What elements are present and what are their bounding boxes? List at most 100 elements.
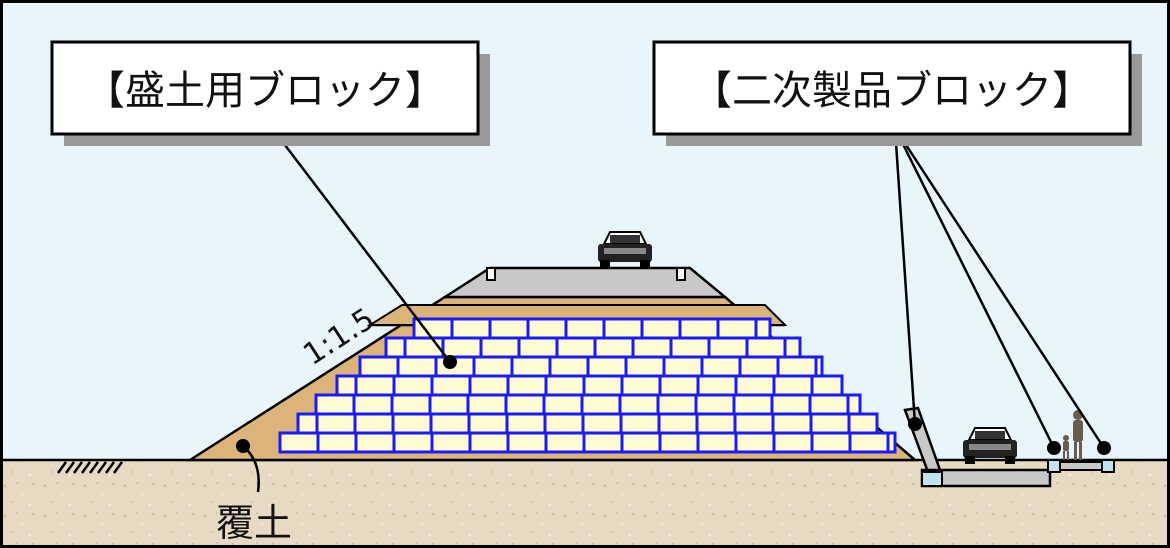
embankment-block: [564, 317, 606, 340]
embankment-block: [707, 336, 749, 359]
sidewalk-curb-left: [1047, 459, 1061, 473]
cover-soil-label: 覆土: [216, 501, 292, 545]
embankment-block: [543, 412, 585, 435]
leader-dot-curb-left: [1047, 441, 1061, 455]
embankment-block: [716, 317, 758, 340]
embankment-block: [620, 431, 662, 454]
embankment-block: [392, 374, 434, 397]
embankment-block: [358, 355, 400, 378]
embankment-block: [593, 336, 635, 359]
car-icon: [598, 231, 652, 268]
embankment-block: [555, 336, 597, 359]
embankment-block-label: 【盛土用ブロック】: [85, 68, 445, 114]
embankment-block: [772, 374, 814, 397]
secondary-block-callout: 【二次製品ブロック】: [652, 40, 1142, 146]
embankment-block: [669, 336, 711, 359]
embankment-block: [544, 431, 586, 454]
embankment-block: [658, 374, 700, 397]
secondary-block-label: 【二次製品ブロック】: [692, 68, 1092, 114]
leader-lines-secondary: [893, 127, 1106, 449]
embankment-block: [450, 317, 492, 340]
embankment-block: [783, 336, 802, 359]
embankment-block: [430, 374, 472, 397]
embankment-block: [770, 393, 812, 416]
embankment-block: [586, 355, 628, 378]
embankment-block: [694, 393, 736, 416]
embankment-block: [384, 336, 407, 359]
car-icon: [963, 427, 1017, 464]
embankment-block: [278, 431, 320, 454]
embankment-block: [886, 431, 897, 454]
embankment-block: [505, 412, 547, 435]
embankment-block: [403, 336, 445, 359]
pedestrian-icon: [1063, 410, 1083, 460]
leader-dot-curb-right: [1097, 441, 1111, 455]
embankment-block: [696, 374, 738, 397]
embankment-block: [810, 374, 844, 397]
embankment-block: [479, 336, 521, 359]
embankment-block: [488, 317, 530, 340]
embankment-block: [467, 412, 509, 435]
embankment-block: [429, 412, 471, 435]
embankment-block: [620, 374, 662, 397]
embankment-block: [619, 412, 661, 435]
embankment-block: [772, 431, 814, 454]
embankment-block: [510, 355, 552, 378]
road-curb-right: [676, 267, 686, 281]
embankment-block: [809, 412, 851, 435]
embankment-block: [582, 431, 624, 454]
channel-corner-block: [921, 471, 943, 487]
embankment-block: [700, 355, 742, 378]
road-pavement: [440, 266, 729, 299]
embankment-block-callout: 【盛土用ブロック】: [50, 40, 490, 146]
embankment-block: [517, 336, 559, 359]
embankment-block: [390, 393, 432, 416]
leader-line-cover-soil: [242, 445, 260, 493]
embankment-block: [640, 317, 682, 340]
embankment-block: [771, 412, 813, 435]
embankment-block: [734, 374, 776, 397]
leader-dot-wall: [908, 417, 922, 431]
embankment-block: [581, 412, 623, 435]
embankment-block: [544, 374, 586, 397]
embankment-block: [618, 393, 660, 416]
embankment-block: [776, 355, 818, 378]
embankment-block: [542, 393, 584, 416]
embankment-block: [624, 355, 666, 378]
embankment-block: [847, 412, 879, 435]
embankment-block: [734, 431, 776, 454]
leader-dot-embankment: [443, 355, 457, 369]
embankment-block: [696, 431, 738, 454]
embankment-block: [526, 317, 568, 340]
embankment-block: [353, 412, 395, 435]
embankment-block: [657, 412, 699, 435]
ground-hatch-icon: [56, 461, 124, 474]
embankment-block: [441, 336, 483, 359]
embankment-block: [316, 431, 358, 454]
embankment-block: [548, 355, 590, 378]
sidewalk-curb-right: [1101, 459, 1115, 473]
embankment-block: [732, 393, 774, 416]
embankment-block: [354, 374, 396, 397]
embankment-block: [810, 431, 852, 454]
embankment-block: [678, 317, 720, 340]
embankment-block: [354, 431, 396, 454]
embankment-block: [352, 393, 394, 416]
embankment-block: [396, 355, 438, 378]
embankment-block: [466, 393, 508, 416]
embankment-block: [296, 412, 319, 435]
embankment-block: [391, 412, 433, 435]
embankment-block: [428, 393, 470, 416]
embankment-block: [315, 412, 357, 435]
embankment-block: [846, 393, 862, 416]
embankment-block: [695, 412, 737, 435]
embankment-block: [472, 355, 514, 378]
embankment-block: [468, 431, 510, 454]
embankment-block: [631, 336, 673, 359]
embankment-block: [814, 355, 824, 378]
embankment-block: [506, 374, 548, 397]
embankment-block: [314, 393, 356, 416]
leader-line-embankment: [271, 127, 451, 363]
